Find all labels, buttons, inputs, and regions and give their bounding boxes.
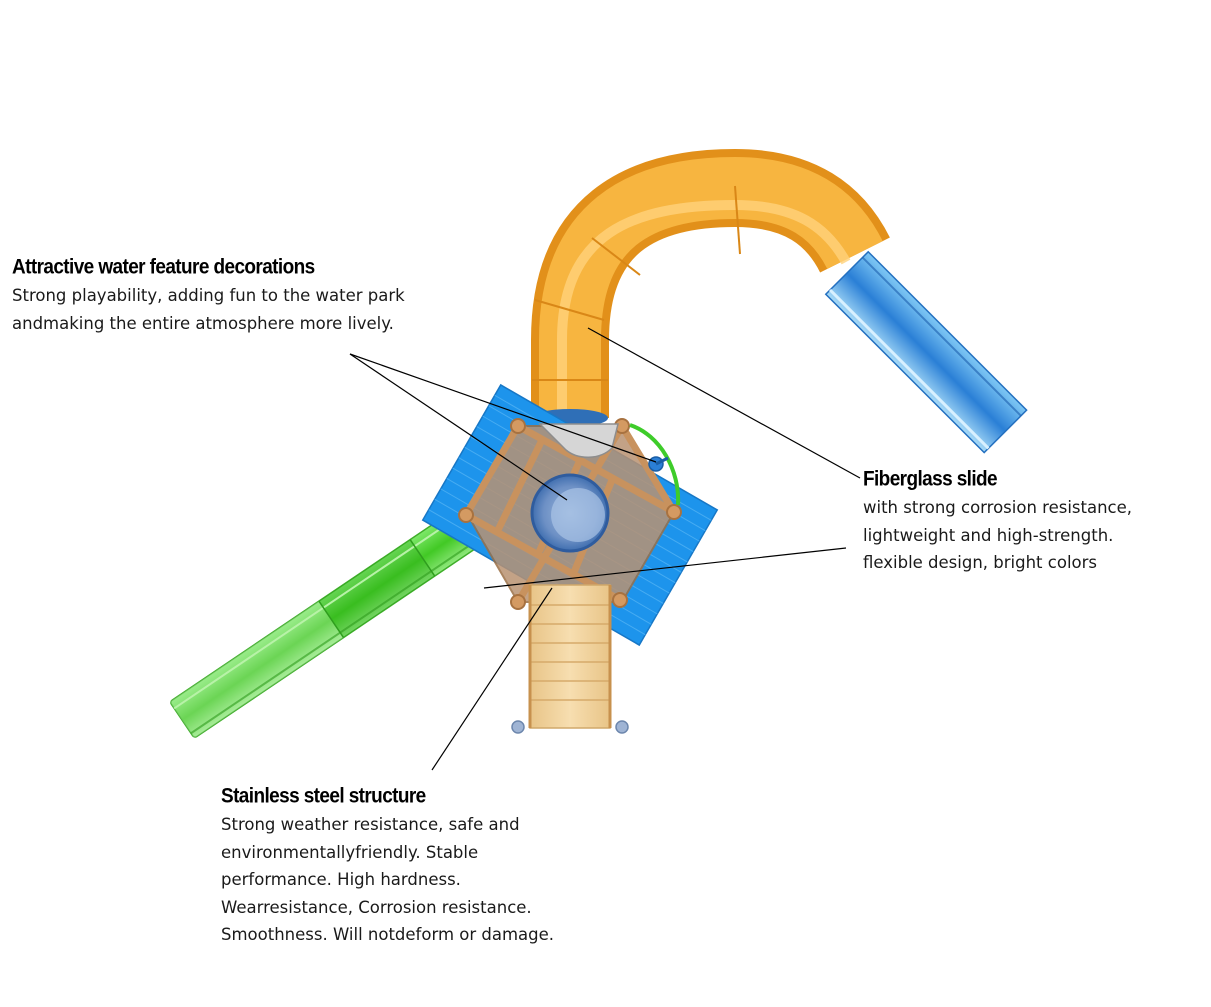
callout-title: Fiberglass slide bbox=[863, 468, 998, 492]
callout-title: Stainless steel structure bbox=[221, 785, 426, 809]
orange-tube-slide bbox=[531, 148, 890, 427]
callout-water-decorations: Attractive water feature decorations Str… bbox=[12, 256, 405, 337]
callout-line: Smoothness. Will notdeform or damage. bbox=[221, 925, 555, 944]
callout-steel-structure: Stainless steel structure Strong weather… bbox=[221, 785, 554, 949]
callout-fiberglass-slide: Fiberglass slide with strong corrosion r… bbox=[863, 468, 1132, 577]
callout-body: with strong corrosion resistance, lightw… bbox=[863, 494, 1132, 577]
callout-body: Strong weather resistance, safe and envi… bbox=[221, 811, 554, 949]
callout-line: performance. High hardness. bbox=[221, 870, 461, 889]
callout-body: Strong playability, adding fun to the wa… bbox=[12, 282, 405, 337]
leader-line-decor-2 bbox=[349, 353, 657, 463]
callout-line: Wearresistance, Corrosion resistance. bbox=[221, 897, 532, 917]
water-cannon bbox=[648, 456, 669, 472]
callout-line: Strong playability, adding fun to the wa… bbox=[12, 286, 405, 305]
leader-line-deck bbox=[483, 547, 847, 589]
leader-lines bbox=[349, 327, 861, 771]
callout-line: Strong weather resistance, safe and bbox=[221, 815, 520, 834]
water-feature-tube bbox=[530, 473, 610, 553]
callout-line: flexible design, bright colors bbox=[863, 553, 1097, 572]
callout-line: lightweight and high-strength. bbox=[863, 525, 1114, 545]
callout-line: environmentallyfriendly. Stable bbox=[221, 842, 479, 862]
leader-line-slide bbox=[587, 327, 861, 479]
callout-title: Attractive water feature decorations bbox=[12, 256, 315, 280]
callout-line: with strong corrosion resistance, bbox=[863, 498, 1133, 517]
stairs bbox=[511, 584, 629, 734]
callout-line: andmaking the entire atmosphere more liv… bbox=[12, 313, 394, 333]
leader-line-decor-1 bbox=[349, 353, 568, 501]
blue-slide-section bbox=[824, 250, 1028, 454]
leader-line-structure bbox=[431, 587, 553, 771]
